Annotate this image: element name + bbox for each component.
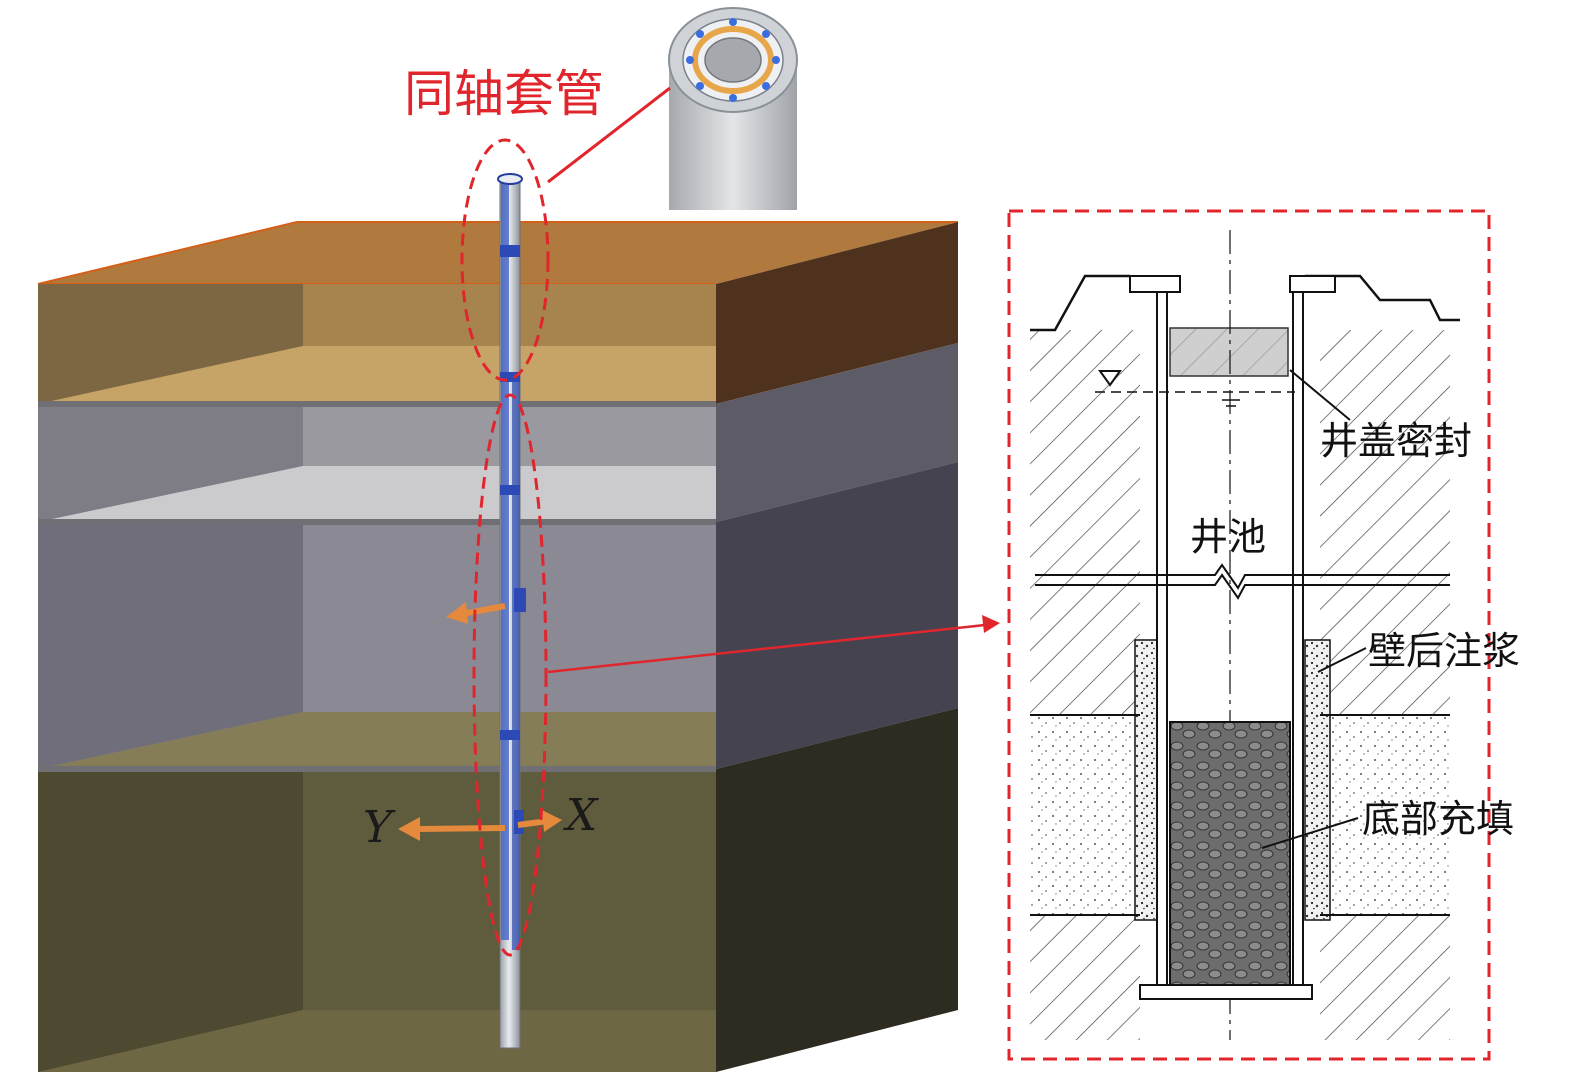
well-cross-section <box>1030 230 1460 1040</box>
label-wall-grouting: 壁后注浆 <box>1368 629 1520 673</box>
label-bottom-filling: 底部充填 <box>1362 797 1514 841</box>
label-well-pool: 井池 <box>1190 515 1266 559</box>
leader-bottom-filling <box>1261 817 1359 849</box>
axis-label-x: X <box>563 790 599 841</box>
layer-mid <box>38 462 958 769</box>
leader-well-cover-seal <box>1289 369 1351 421</box>
leader-coaxial-casing <box>547 86 671 184</box>
soil-block <box>37 221 958 1072</box>
layer-topsoil <box>38 222 958 404</box>
label-coaxial-casing: 同轴套管 <box>404 65 604 123</box>
axis-label-y: Y <box>363 802 396 853</box>
label-well-cover-seal: 井盖密封 <box>1320 419 1472 463</box>
leader-wall-grouting <box>1317 647 1367 673</box>
ground-surface <box>38 222 958 284</box>
highlight-ellipse-lower <box>472 393 548 957</box>
heat-arrow-y <box>398 817 506 841</box>
coaxial-casing-model <box>668 7 798 210</box>
heat-arrow-x <box>517 810 562 832</box>
heat-arrow-mid <box>446 602 506 624</box>
layer-bottom <box>38 708 958 1072</box>
detail-connector-arrow <box>547 615 1000 674</box>
layer-grey <box>38 343 958 522</box>
highlight-ellipse-top <box>460 138 550 382</box>
